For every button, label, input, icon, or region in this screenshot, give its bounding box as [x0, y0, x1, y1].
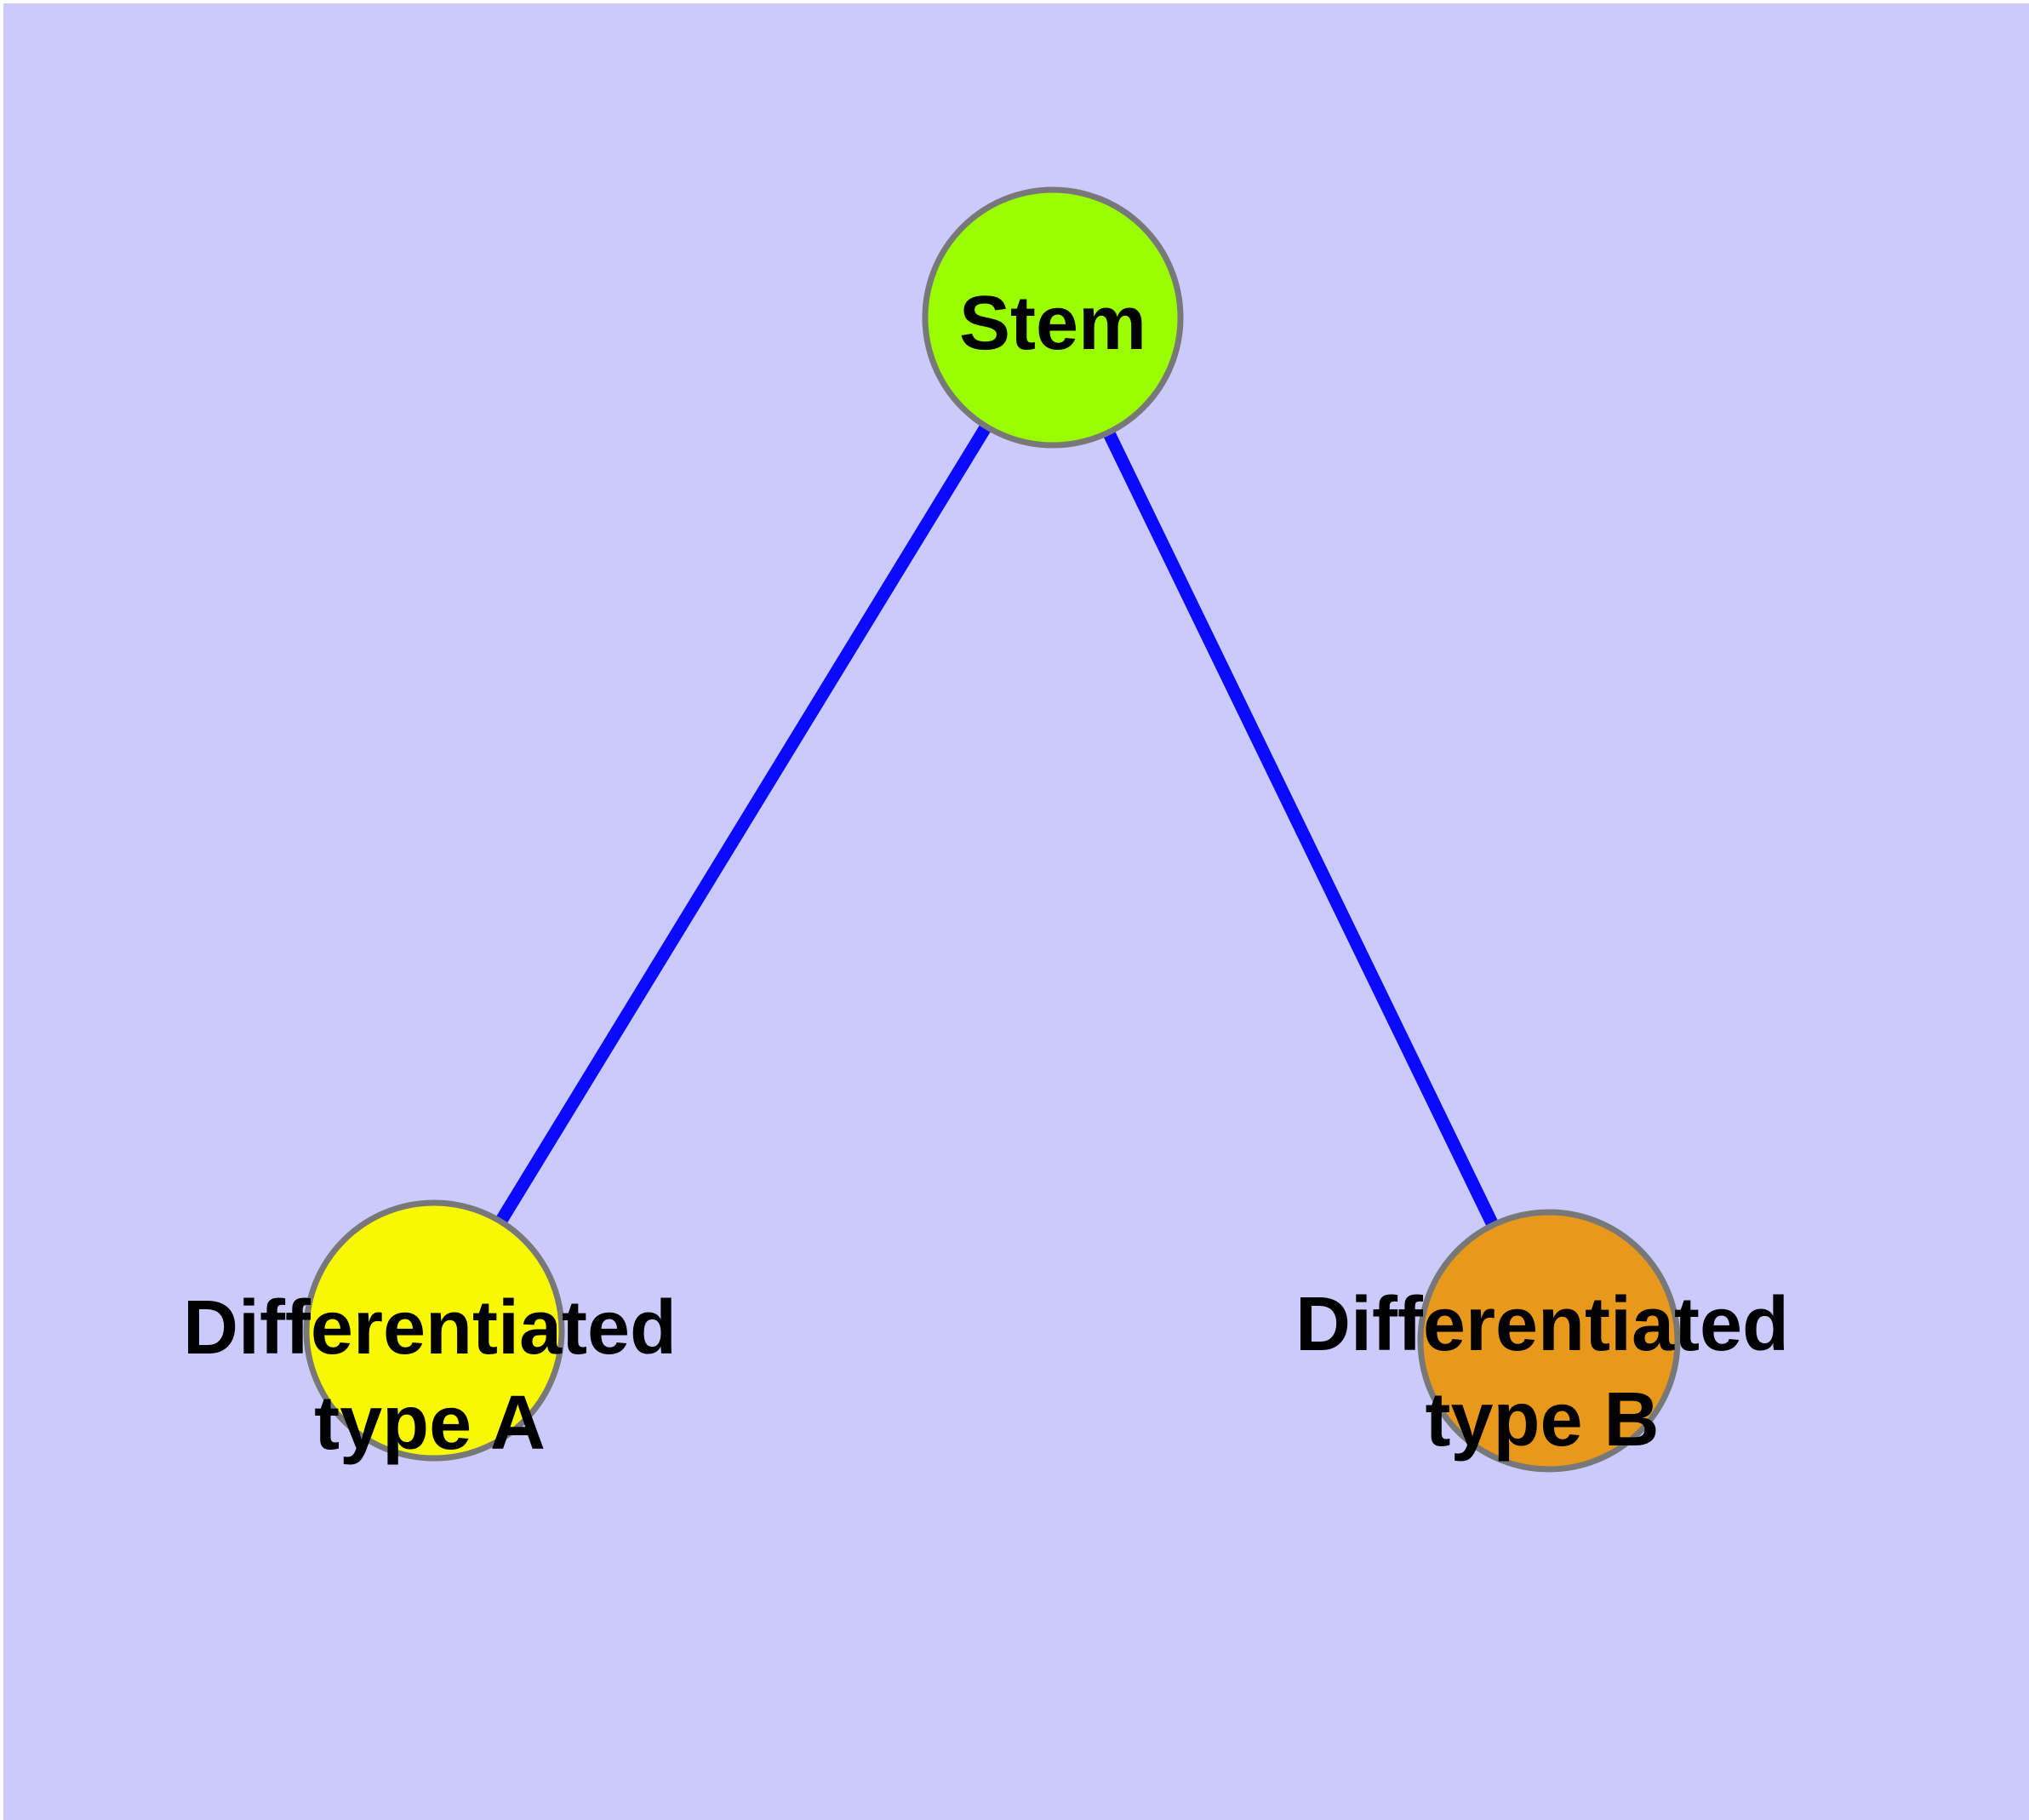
- type-a-node-label-line1: Differentiated: [183, 1285, 677, 1371]
- edge-stem-to-type-b: [1047, 314, 1555, 1344]
- type-b-node-label-line1: Differentiated: [1295, 1282, 1789, 1367]
- node-type-b: Differentiated type B: [1295, 1209, 1789, 1473]
- edge-stem-to-type-a: [428, 314, 1059, 1334]
- type-b-node-circle: [1417, 1209, 1681, 1473]
- edge-group: [428, 314, 1555, 1344]
- stem-node-label: Stem: [959, 281, 1146, 366]
- type-b-node-label-line2: type B: [1425, 1377, 1659, 1462]
- node-type-a: Differentiated type A: [183, 1199, 677, 1466]
- type-a-node-label-line2: type A: [314, 1381, 546, 1466]
- stem-node-circle: [922, 186, 1184, 449]
- type-a-node-circle: [303, 1199, 565, 1462]
- node-stem: Stem: [922, 186, 1184, 449]
